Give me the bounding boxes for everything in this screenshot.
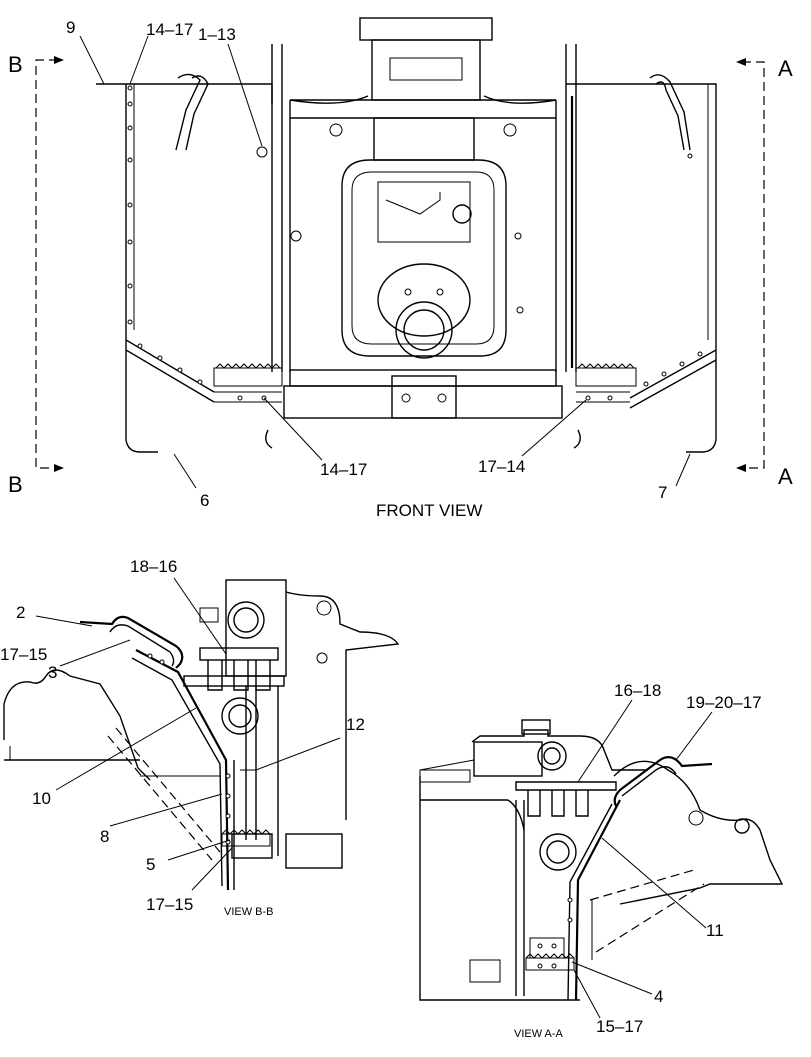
view-bb-labels: 18–16 2 17–15 3 12 10 8 5 17–15 VIEW B-B [0, 557, 365, 918]
view-aa-drawing [419, 699, 784, 1019]
callout-16-18: 16–18 [614, 681, 661, 700]
callout-8: 8 [100, 827, 109, 846]
front-view-leaders [79, 35, 691, 489]
callout-14-17-top: 14–17 [146, 20, 193, 39]
callout-4: 4 [654, 987, 663, 1006]
callout-1-13: 1–13 [198, 25, 236, 44]
center-frame [271, 17, 577, 419]
callout-17-15-bottom: 17–15 [146, 895, 193, 914]
section-label-b-top: B [8, 52, 23, 77]
callout-15-17: 15–17 [596, 1017, 643, 1036]
front-view-labels: B B A A 9 14–17 1–13 14–17 17–14 6 7 FRO… [8, 18, 793, 520]
section-marker-b [35, 56, 64, 472]
view-aa-labels: 16–18 19–20–17 11 4 15–17 VIEW A-A [514, 681, 762, 1040]
front-view-caption: FRONT VIEW [376, 501, 482, 520]
callout-5: 5 [146, 855, 155, 874]
callout-10: 10 [32, 789, 51, 808]
section-marker-a [736, 58, 765, 472]
callout-12: 12 [346, 715, 365, 734]
right-side-panel [566, 74, 717, 453]
front-view-drawing [35, 17, 765, 489]
section-label-a-bottom: A [778, 464, 793, 489]
section-label-a-top: A [778, 56, 793, 81]
view-aa-caption: VIEW A-A [514, 1028, 564, 1040]
callout-17-15-top: 17–15 [0, 645, 47, 664]
callout-14-17-bottom: 14–17 [320, 460, 367, 479]
left-side-panel [96, 73, 283, 453]
callout-3: 3 [48, 663, 57, 682]
callout-6: 6 [200, 491, 209, 510]
callout-17-14: 17–14 [478, 457, 525, 476]
callout-9: 9 [66, 18, 75, 37]
callout-18-16: 18–16 [130, 557, 177, 576]
callout-11: 11 [706, 921, 724, 940]
callout-7: 7 [658, 483, 667, 502]
view-bb-caption: VIEW B-B [224, 906, 274, 918]
view-bb-drawing [3, 577, 400, 891]
callout-19-20-17: 19–20–17 [686, 693, 762, 712]
callout-2: 2 [16, 603, 25, 622]
section-label-b-bottom: B [8, 472, 23, 497]
